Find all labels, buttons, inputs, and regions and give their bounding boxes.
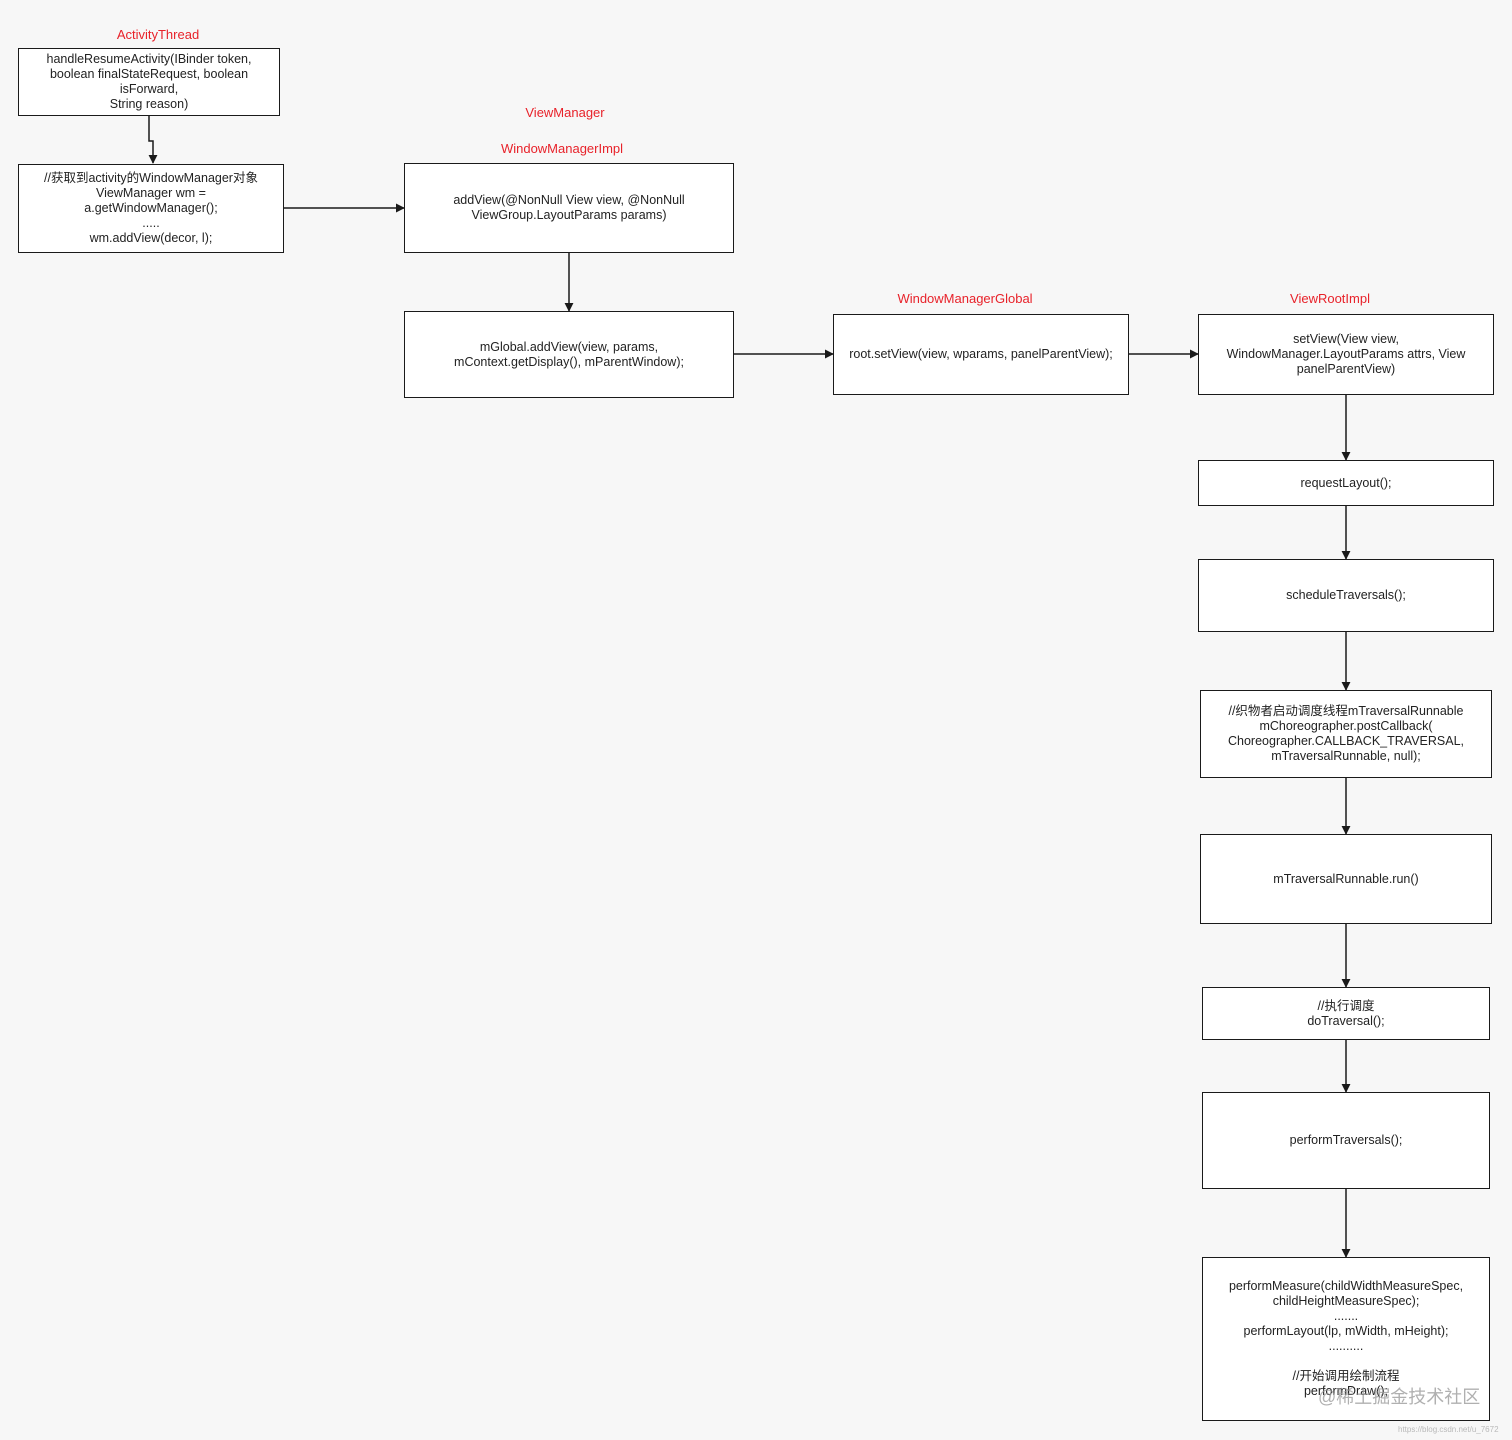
edge-handle-resume-to-get-wm bbox=[148, 116, 158, 164]
node-traversal-runnable-run: mTraversalRunnable.run() bbox=[1200, 834, 1492, 924]
node-set-view: setView(View view, WindowManager.LayoutP… bbox=[1198, 314, 1494, 395]
node-schedule-traversals: scheduleTraversals(); bbox=[1198, 559, 1494, 632]
node-text: scheduleTraversals(); bbox=[1286, 588, 1406, 602]
label-view-root-impl: ViewRootImpl bbox=[1290, 291, 1370, 306]
node-global-add-view: mGlobal.addView(view, params, mContext.g… bbox=[404, 311, 734, 398]
watermark: @稀土掘金技术社区 bbox=[1318, 1387, 1481, 1407]
node-text: root.setView(view, wparams, panelParentV… bbox=[849, 347, 1113, 361]
node-text: mTraversalRunnable.run() bbox=[1273, 871, 1419, 886]
label-window-manager-global: WindowManagerGlobal bbox=[897, 291, 1033, 306]
node-handle-resume-activity: handleResumeActivity(IBinder token, bool… bbox=[18, 48, 280, 116]
label-window-manager-impl: WindowManagerImpl bbox=[500, 141, 624, 156]
node-text: requestLayout(); bbox=[1300, 475, 1392, 490]
node-get-window-manager: //获取到activity的WindowManager对象 ViewManage… bbox=[18, 164, 284, 253]
node-text: handleResumeActivity(IBinder token, bool… bbox=[46, 52, 252, 111]
node-text: //执行调度 doTraversal(); bbox=[1307, 998, 1385, 1028]
node-perform-measure-layout-draw: performMeasure(childWidthMeasureSpec, ch… bbox=[1202, 1257, 1490, 1421]
node-text: mGlobal.addView(view, params, mContext.g… bbox=[454, 339, 684, 369]
node-text: //织物者启动调度线程mTraversalRunnable mChoreogra… bbox=[1228, 704, 1464, 763]
node-text: setView(View view, WindowManager.LayoutP… bbox=[1226, 332, 1466, 376]
node-request-layout: requestLayout(); bbox=[1198, 460, 1494, 506]
node-text: //获取到activity的WindowManager对象 ViewManage… bbox=[44, 171, 258, 245]
node-root-set-view: root.setView(view, wparams, panelParentV… bbox=[833, 314, 1129, 395]
node-add-view: addView(@NonNull View view, @NonNull Vie… bbox=[404, 163, 734, 253]
node-text: addView(@NonNull View view, @NonNull Vie… bbox=[453, 193, 685, 222]
label-view-manager: ViewManager bbox=[525, 105, 605, 120]
node-do-traversal: //执行调度 doTraversal(); bbox=[1202, 987, 1490, 1040]
label-activity-thread: ActivityThread bbox=[116, 27, 200, 42]
node-text: performTraversals(); bbox=[1289, 1133, 1403, 1147]
node-text: performMeasure(childWidthMeasureSpec, ch… bbox=[1228, 1279, 1464, 1398]
watermark-url: https://blog.csdn.net/u_7672 bbox=[1398, 1425, 1499, 1434]
node-post-callback: //织物者启动调度线程mTraversalRunnable mChoreogra… bbox=[1200, 690, 1492, 778]
